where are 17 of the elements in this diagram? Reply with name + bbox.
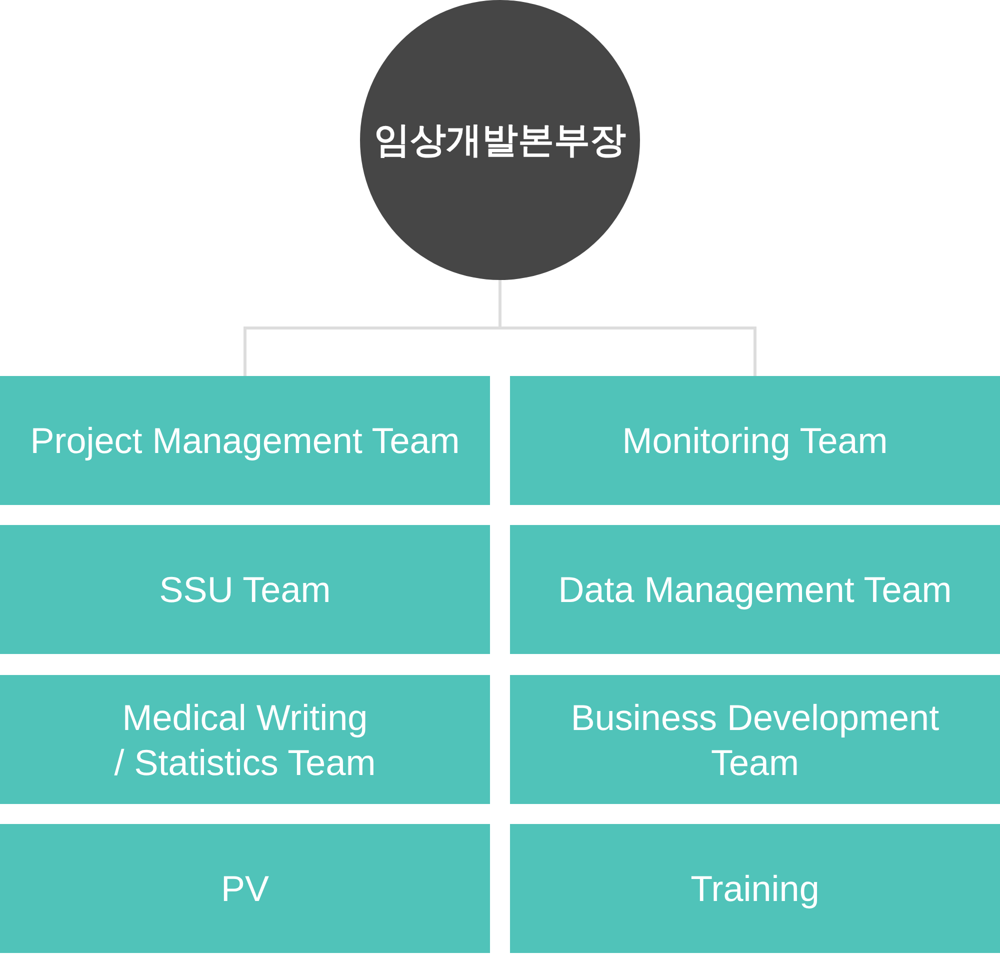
- team-name: Medical Writing / Statistics Team: [113, 696, 377, 784]
- team-name: Data Management Team: [558, 568, 952, 612]
- team-name: PV: [220, 867, 270, 911]
- head-title: 임상개발본부장: [374, 118, 626, 162]
- team-box: [510, 376, 1000, 505]
- team-box: [0, 675, 490, 804]
- team-box: [0, 525, 490, 654]
- team-box: [0, 824, 490, 953]
- team-name: SSU Team: [159, 568, 331, 612]
- team-box: [510, 824, 1000, 953]
- team-box: [0, 376, 490, 505]
- team-name: Monitoring Team: [622, 419, 888, 463]
- team-name: Project Management Team: [30, 419, 460, 463]
- team-name: Business Development Team: [570, 696, 940, 784]
- team-name: Training: [690, 867, 820, 911]
- team-box: [510, 525, 1000, 654]
- team-box: [510, 675, 1000, 804]
